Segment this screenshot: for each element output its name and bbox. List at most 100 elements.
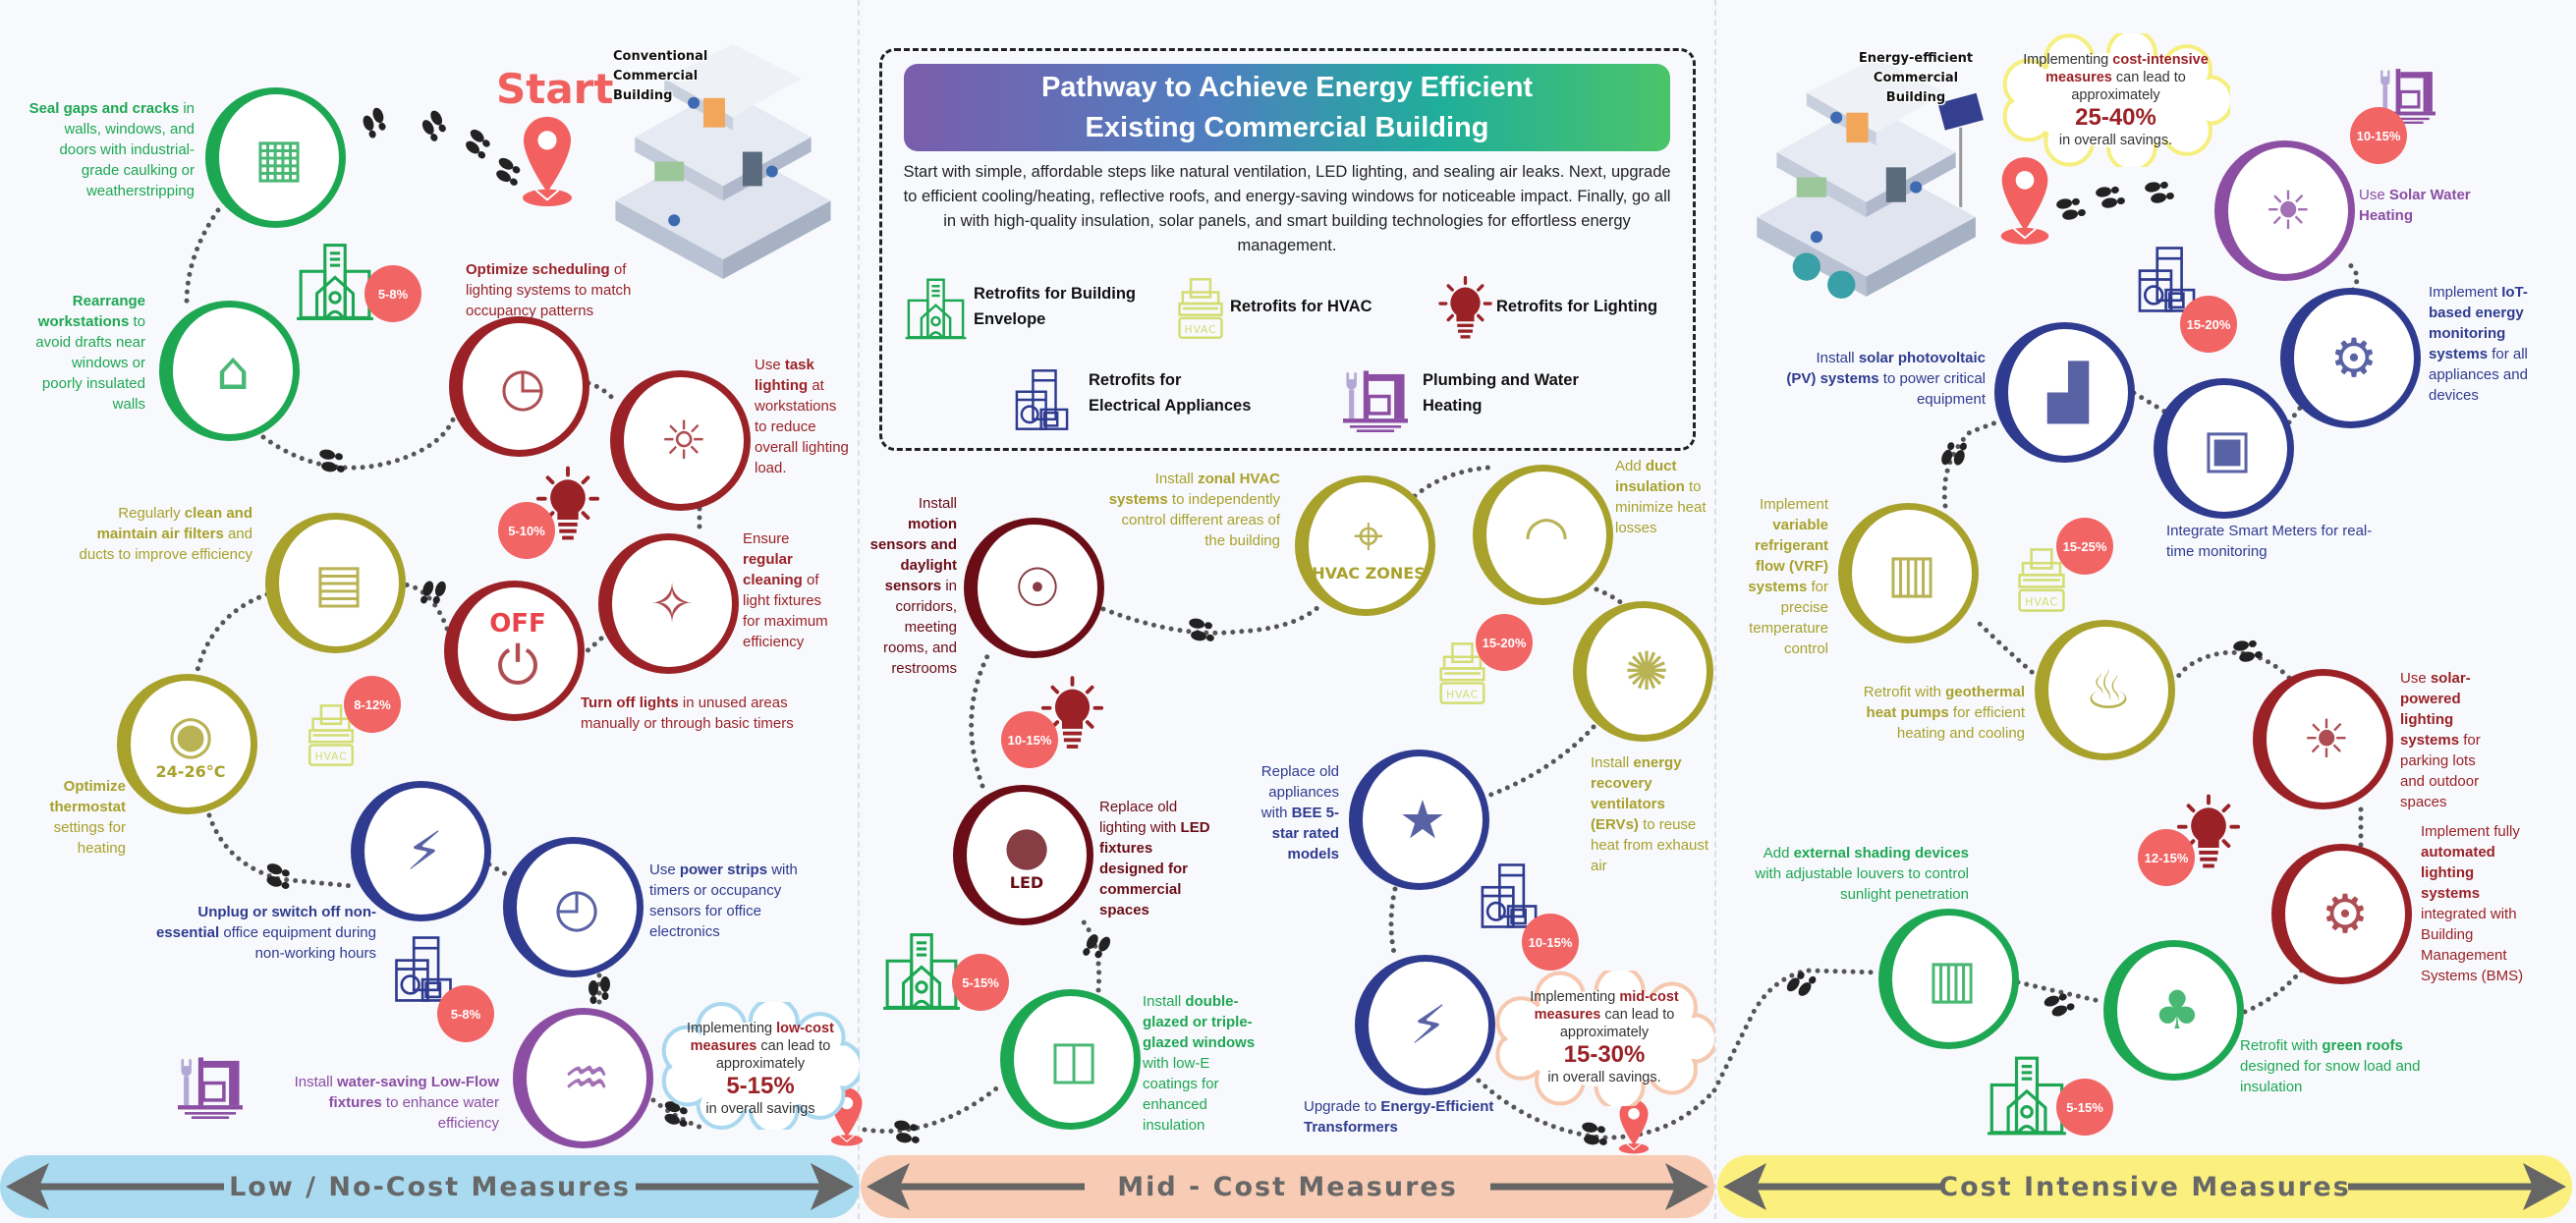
duct-insulation-description: Add duct insulation to minimize heat los… bbox=[1615, 456, 1713, 538]
dotted-path bbox=[1972, 616, 2042, 681]
title-line-2: Existing Commercial Building bbox=[1085, 111, 1489, 143]
start-location-pin-icon bbox=[518, 113, 577, 212]
smart-meters-description: Integrate Smart Meters for real-time mon… bbox=[2166, 521, 2378, 562]
dotted-path bbox=[1100, 601, 1324, 636]
building-envelope-icon bbox=[881, 930, 962, 1017]
text-segment: Install bbox=[294, 1074, 337, 1090]
conventional-building-illustration bbox=[595, 44, 841, 289]
solar-water-heating-illustration: ☀ bbox=[2214, 140, 2355, 281]
dotted-path bbox=[2242, 965, 2307, 1015]
task-lighting-description: Use task lighting at workstations to red… bbox=[755, 355, 853, 478]
optimize-scheduling-description: Optimize scheduling of lighting systems … bbox=[466, 259, 677, 321]
green-roofs-illustration: ♣ bbox=[2103, 940, 2244, 1081]
hvac-icon-text: HVAC bbox=[1185, 323, 1217, 336]
text-segment: Install bbox=[1816, 350, 1859, 366]
footsteps-icon bbox=[2056, 197, 2086, 220]
highlighted-text: Energy-Efficient Transformers bbox=[1304, 1098, 1494, 1136]
smart-meter-icon: ▣ bbox=[2202, 417, 2253, 479]
text-segment: Implement bbox=[2429, 284, 2502, 301]
savings-badge: 10-15% bbox=[2350, 107, 2407, 164]
title-line-1: Pathway to Achieve Energy Efficient bbox=[1040, 71, 1534, 103]
highlighted-text: Seal gaps and cracks bbox=[28, 100, 180, 117]
green-roofs-description: Retrofit with green roofs designed for s… bbox=[2240, 1035, 2456, 1097]
desk-lamp-icon: ☼ bbox=[659, 409, 708, 472]
plug-icon: ⚡ bbox=[406, 819, 443, 882]
section-divider bbox=[1714, 0, 1716, 1219]
text-segment: Use bbox=[2359, 187, 2389, 203]
dotted-path bbox=[586, 380, 620, 406]
text-segment: Implement bbox=[1759, 496, 1828, 513]
destination-location-pin-icon bbox=[1997, 153, 2052, 250]
savings-range: 25-40% bbox=[2075, 104, 2156, 131]
dotted-path bbox=[862, 1083, 1003, 1135]
highlighted-text: green roofs bbox=[2322, 1037, 2403, 1054]
dotted-path bbox=[2131, 390, 2169, 416]
efficient-transformers-description: Upgrade to Energy-Efficient Transformers bbox=[1304, 1096, 1500, 1138]
cloud-text-pre: Implementing bbox=[687, 1021, 777, 1036]
dotted-path bbox=[1476, 1078, 1717, 1140]
hvac-icon: HVAC bbox=[1436, 640, 1488, 711]
vrf-unit-icon: ▥ bbox=[1886, 541, 1937, 604]
text-segment: with low-E coatings for enhanced insulat… bbox=[1143, 1055, 1219, 1134]
duct-icon: ◠ bbox=[1523, 503, 1570, 566]
zonal-hvac-illustration: ⌖HVAC ZONES bbox=[1295, 475, 1435, 616]
dotted-path bbox=[260, 415, 457, 471]
zonal-hvac-description: Install zonal HVAC systems to independen… bbox=[1098, 469, 1280, 551]
legend-hvac-icon: HVAC bbox=[1174, 276, 1227, 346]
text-segment: designed for snow load and insulation bbox=[2240, 1058, 2421, 1095]
legend-label-hvac: Retrofits for HVAC bbox=[1230, 298, 1372, 315]
text-segment: Retrofit with bbox=[1863, 684, 1946, 700]
highlighted-text: variable refrigerant flow (VRF) systems bbox=[1748, 517, 1828, 595]
cloud-text-post: can lead to approximately bbox=[2071, 70, 2186, 103]
text-segment: Use bbox=[649, 862, 680, 878]
text-segment: and ducts to improve efficiency bbox=[79, 526, 252, 563]
optimize-thermostat-description: Optimize thermostat settings for heating bbox=[20, 776, 126, 859]
zonal-hvac-inner-label: HVAC ZONES bbox=[1312, 564, 1426, 583]
footsteps-icon bbox=[421, 110, 446, 141]
highlighted-text: Unplug or switch off non-essential bbox=[155, 904, 376, 941]
savings-badge: 5-8% bbox=[437, 985, 494, 1042]
turn-off-lights-description: Turn off lights in unused areas manually… bbox=[581, 693, 802, 734]
fan-icon: ✺ bbox=[1624, 639, 1669, 702]
footsteps-icon bbox=[1189, 618, 1214, 641]
savings-badge: 8-12% bbox=[344, 676, 401, 733]
motion-sensors-description: Install motion sensors and daylight sens… bbox=[868, 493, 957, 679]
text-segment: in unused areas manually or through basi… bbox=[581, 695, 794, 732]
text-segment: of lighting systems to match occupancy p… bbox=[466, 261, 632, 319]
energy-efficient-building-illustration bbox=[1737, 41, 1986, 323]
hvac-zones-map-icon: ⌖ bbox=[1353, 505, 1384, 567]
text-segment: Install bbox=[918, 495, 957, 512]
text-segment: for all appliances and devices bbox=[2429, 346, 2528, 404]
hvac-icon: HVAC bbox=[2015, 546, 2068, 619]
external-shading-description: Add external shading devices with adjust… bbox=[1733, 843, 1969, 905]
highlighted-text: power strips bbox=[679, 862, 768, 878]
cost-category-band: Cost Intensive Measures bbox=[1717, 1155, 2572, 1218]
automated-lighting-bms-illustration: ⚙ bbox=[2271, 844, 2412, 984]
dotted-path bbox=[2345, 260, 2360, 293]
footsteps-icon bbox=[664, 1101, 688, 1127]
text-segment: Implement fully bbox=[2421, 823, 2520, 840]
task-lighting-illustration: ☼ bbox=[610, 370, 751, 511]
savings-badge: 15-20% bbox=[1476, 614, 1533, 671]
text-segment: Ensure bbox=[743, 530, 790, 547]
text-segment: to reuse heat from exhaust air bbox=[1591, 816, 1709, 874]
legend-lighting-icon bbox=[1436, 276, 1494, 346]
dotted-path bbox=[969, 653, 990, 789]
highlighted-text: Solar Water Heating bbox=[2359, 187, 2471, 224]
lighting-icon bbox=[2175, 794, 2242, 876]
dotted-path bbox=[184, 207, 221, 306]
vrf-systems-description: Implement variable refrigerant flow (VRF… bbox=[1729, 494, 1828, 659]
band-label: Low / No-Cost Measures bbox=[229, 1171, 631, 1202]
window-caulk-icon: ▦ bbox=[253, 126, 305, 189]
savings-badge: 5-8% bbox=[364, 265, 421, 322]
solar-panel-building-icon: ▟ bbox=[2047, 361, 2089, 423]
glazed-windows-illustration: ◫ bbox=[1000, 989, 1141, 1130]
dotted-path bbox=[486, 862, 509, 877]
led-bulb-icon: ● bbox=[1003, 814, 1050, 876]
appliances-icon bbox=[389, 934, 458, 1009]
plumbing-icon bbox=[2371, 66, 2442, 129]
clean-air-filters-illustration: ▤ bbox=[265, 513, 406, 653]
savings-badge: 10-15% bbox=[1001, 711, 1058, 768]
